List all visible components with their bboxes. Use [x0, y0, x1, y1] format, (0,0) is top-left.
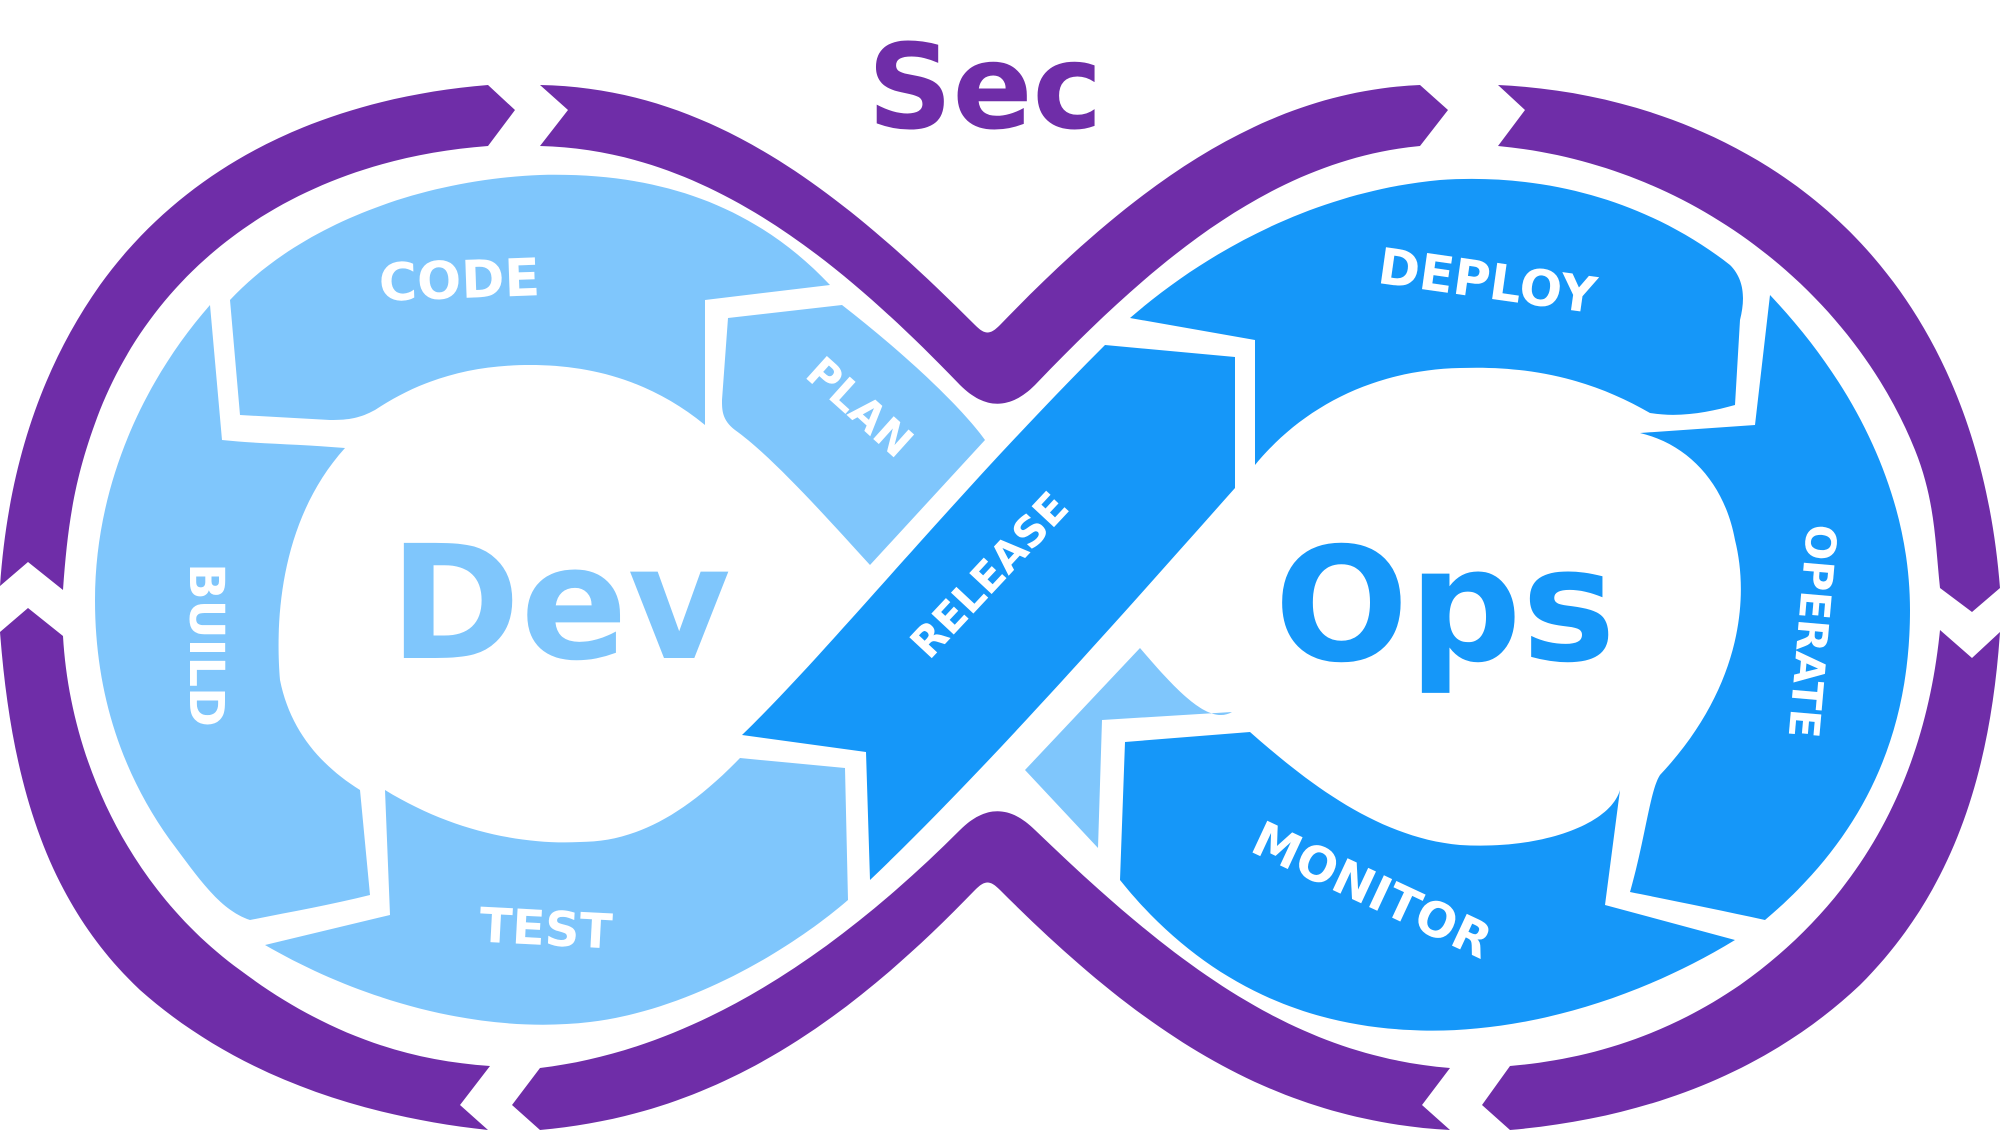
stage-label-test: TEST [478, 898, 614, 961]
sec-ring-top-center-segment [540, 85, 1448, 404]
sec-title: Sec [868, 18, 1103, 156]
code-segment [230, 174, 830, 425]
stage-label-build: BUILD [178, 563, 234, 727]
sec-ring-top-right-segment [1498, 85, 2000, 612]
build-segment [95, 305, 370, 920]
sec-ring-bottom-right-segment [1482, 630, 2000, 1130]
test-segment [265, 758, 848, 1025]
ops-loop [742, 178, 1910, 1031]
monitor-inner-wedge [1025, 648, 1232, 848]
operate-segment [1630, 295, 1910, 920]
release-segment [742, 345, 1235, 880]
sec-ring-bottom-center-segment [512, 811, 1450, 1130]
dev-title: Dev [389, 512, 730, 696]
deploy-segment [1130, 178, 1743, 465]
sec-ring-top-left-segment [0, 85, 515, 590]
sec-ring-bottom-left-segment [0, 608, 490, 1130]
sec-outer-ring [0, 85, 2000, 1130]
monitor-segment [1120, 732, 1735, 1031]
ops-title: Ops [1274, 514, 1615, 698]
stage-label-code: CODE [378, 248, 541, 314]
dev-loop [95, 174, 985, 1025]
plan-segment [722, 305, 985, 565]
